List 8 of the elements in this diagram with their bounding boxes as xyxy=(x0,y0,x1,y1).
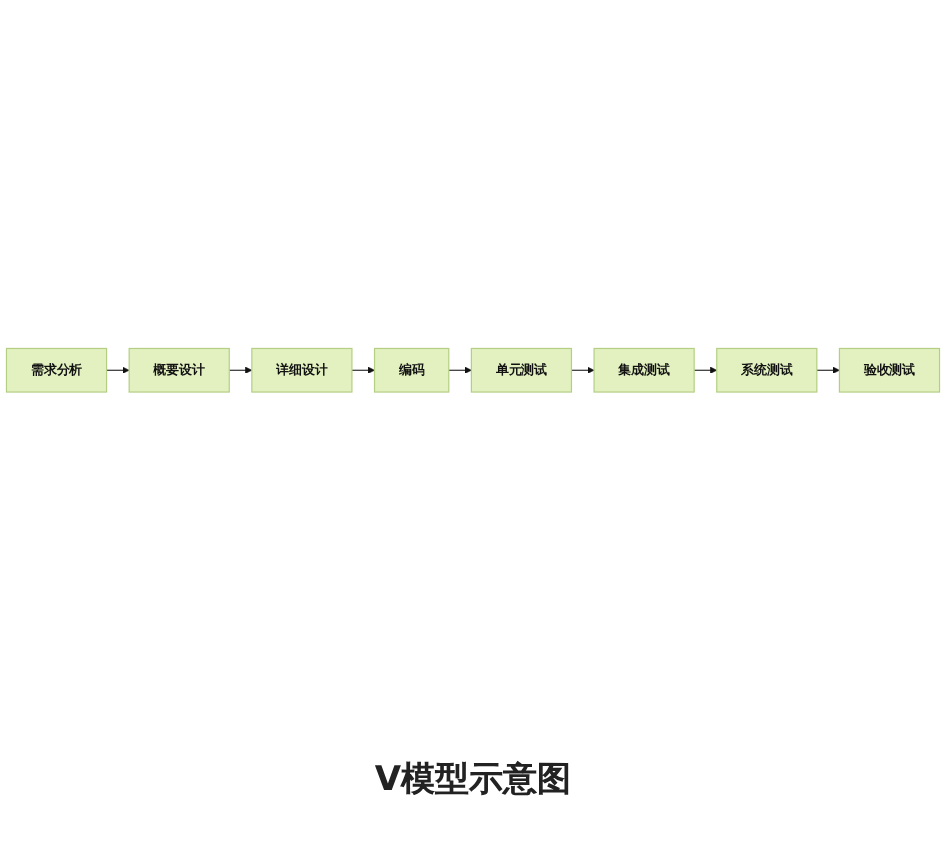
arrow xyxy=(570,366,595,374)
diagram-caption: V模型示意图 xyxy=(374,758,572,802)
arrow xyxy=(228,366,253,374)
arrow xyxy=(816,366,840,374)
arrow xyxy=(448,366,472,374)
arrow xyxy=(351,366,375,374)
arrow xyxy=(693,366,718,374)
arrow xyxy=(106,366,130,374)
